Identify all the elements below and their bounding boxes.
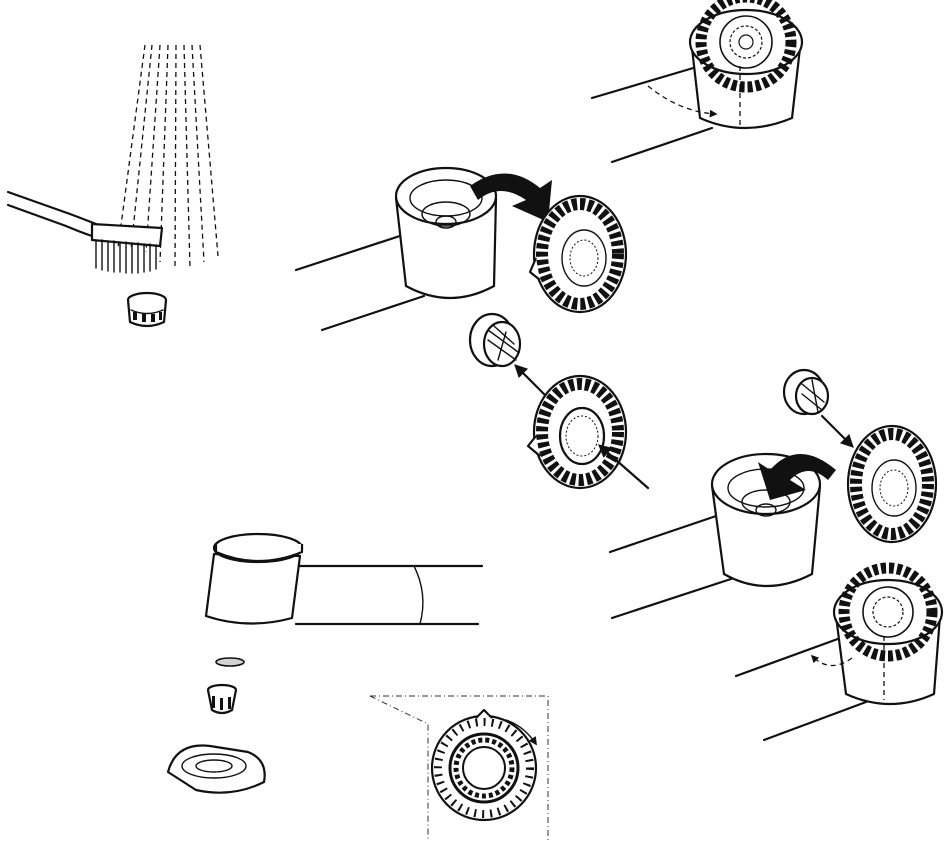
magnified-detail-icon	[432, 710, 536, 820]
straight-arrow-icon	[516, 366, 546, 396]
brush-cleaning-panel	[8, 45, 218, 326]
aerator-lock-panel-bottom	[736, 568, 942, 740]
ring-detail-panel	[370, 696, 548, 841]
disc-aerator-icon	[848, 426, 936, 542]
aerator-insert-icon	[784, 370, 828, 414]
exploded-view-icon	[168, 658, 265, 793]
toothbrush-icon	[8, 192, 162, 273]
aerator-lock-panel-top	[592, 0, 802, 162]
insert-extraction-panel	[470, 314, 648, 488]
small-aerator-icon	[128, 293, 166, 326]
straight-arrow-icon	[822, 416, 852, 446]
disc-aerator-removal-panel	[296, 168, 626, 330]
aerator-insert-icon	[470, 314, 520, 366]
